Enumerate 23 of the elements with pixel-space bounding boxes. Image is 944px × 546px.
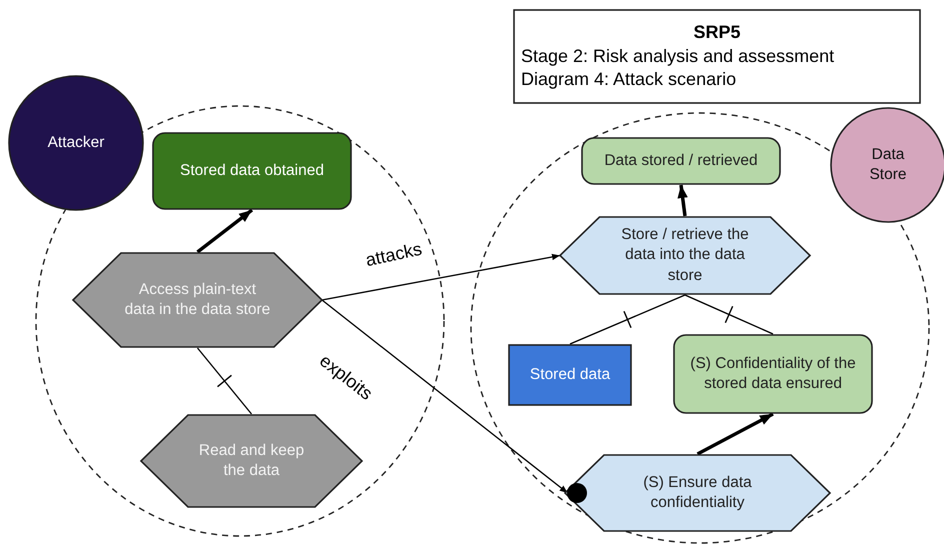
task-hexagon: Access plain-text data in the data store bbox=[73, 252, 322, 348]
connector-line bbox=[684, 294, 774, 335]
title-text: SRP5 bbox=[692, 21, 742, 44]
connector-line bbox=[570, 294, 686, 345]
task-hexagon: Read and keep the data bbox=[141, 414, 362, 508]
actor-boundary bbox=[35, 105, 445, 537]
goal-box: Stored data obtained bbox=[152, 132, 352, 210]
arrow bbox=[678, 184, 688, 216]
task-hexagon: Store / retrieve the data into the data store bbox=[560, 216, 810, 295]
task-hexagon: (S) Ensure data confidentiality bbox=[565, 454, 830, 532]
arrow bbox=[696, 412, 774, 456]
softgoal-box: (S) Confidentiality of the stored data ensured bbox=[673, 334, 873, 414]
actor-boundary bbox=[470, 112, 930, 544]
resource-box: Stored data bbox=[508, 344, 632, 406]
arrow bbox=[196, 208, 254, 254]
actor-circle: Attacker bbox=[8, 75, 144, 211]
arrow bbox=[322, 299, 568, 494]
goal-box: Data stored / retrieved bbox=[581, 137, 781, 185]
connector-line bbox=[197, 348, 252, 414]
subtitle-text: Diagram 4: Attack scenario bbox=[520, 68, 738, 92]
arrow bbox=[322, 254, 560, 301]
title-box bbox=[513, 9, 921, 104]
subtitle-text: Stage 2: Risk analysis and assessment bbox=[520, 44, 836, 68]
